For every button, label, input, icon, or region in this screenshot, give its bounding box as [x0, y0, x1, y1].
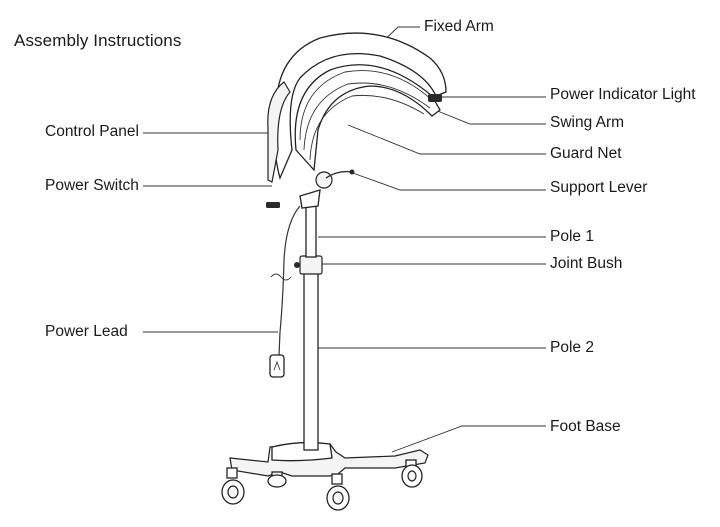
pole-2-shape: [303, 269, 319, 451]
label-pole-2: Pole 2: [550, 339, 594, 356]
plug-icon: [269, 354, 285, 378]
leader-guard-net: [347, 124, 546, 155]
power-switch-shape: [266, 202, 280, 208]
leader-lines: [143, 26, 546, 453]
leader-swing-arm: [429, 107, 546, 125]
caster-wheel: [401, 459, 423, 488]
label-power-lead: Power Lead: [45, 323, 128, 340]
label-support-lever: Support Lever: [550, 179, 648, 196]
power-indicator-light-shape: [428, 94, 442, 102]
foot-base-shape: [221, 441, 429, 511]
pole-assembly: [294, 204, 323, 451]
caster-wheel: [221, 467, 245, 505]
dryer-hood-shape: [266, 32, 447, 209]
label-swing-arm: Swing Arm: [550, 114, 625, 131]
label-foot-base: Foot Base: [550, 418, 621, 435]
label-fixed-arm: Fixed Arm: [424, 18, 494, 35]
label-power-switch: Power Switch: [45, 177, 139, 194]
label-joint-bush: Joint Bush: [550, 255, 623, 272]
leader-foot-base: [391, 425, 546, 453]
label-guard-net: Guard Net: [550, 145, 622, 162]
pole-1-shape: [305, 204, 317, 258]
caster-wheel: [267, 471, 287, 488]
control-panel-shape: [267, 81, 291, 183]
caster-wheel: [326, 473, 350, 511]
page-title: Assembly Instructions: [14, 31, 182, 50]
joint-bush-shape: [299, 255, 323, 275]
label-control-panel: Control Panel: [45, 123, 139, 140]
label-power-indicator-light: Power Indicator Light: [550, 86, 696, 103]
label-pole-1: Pole 1: [550, 228, 594, 245]
power-lead-shape: [269, 205, 301, 378]
leader-support-lever: [349, 171, 546, 191]
